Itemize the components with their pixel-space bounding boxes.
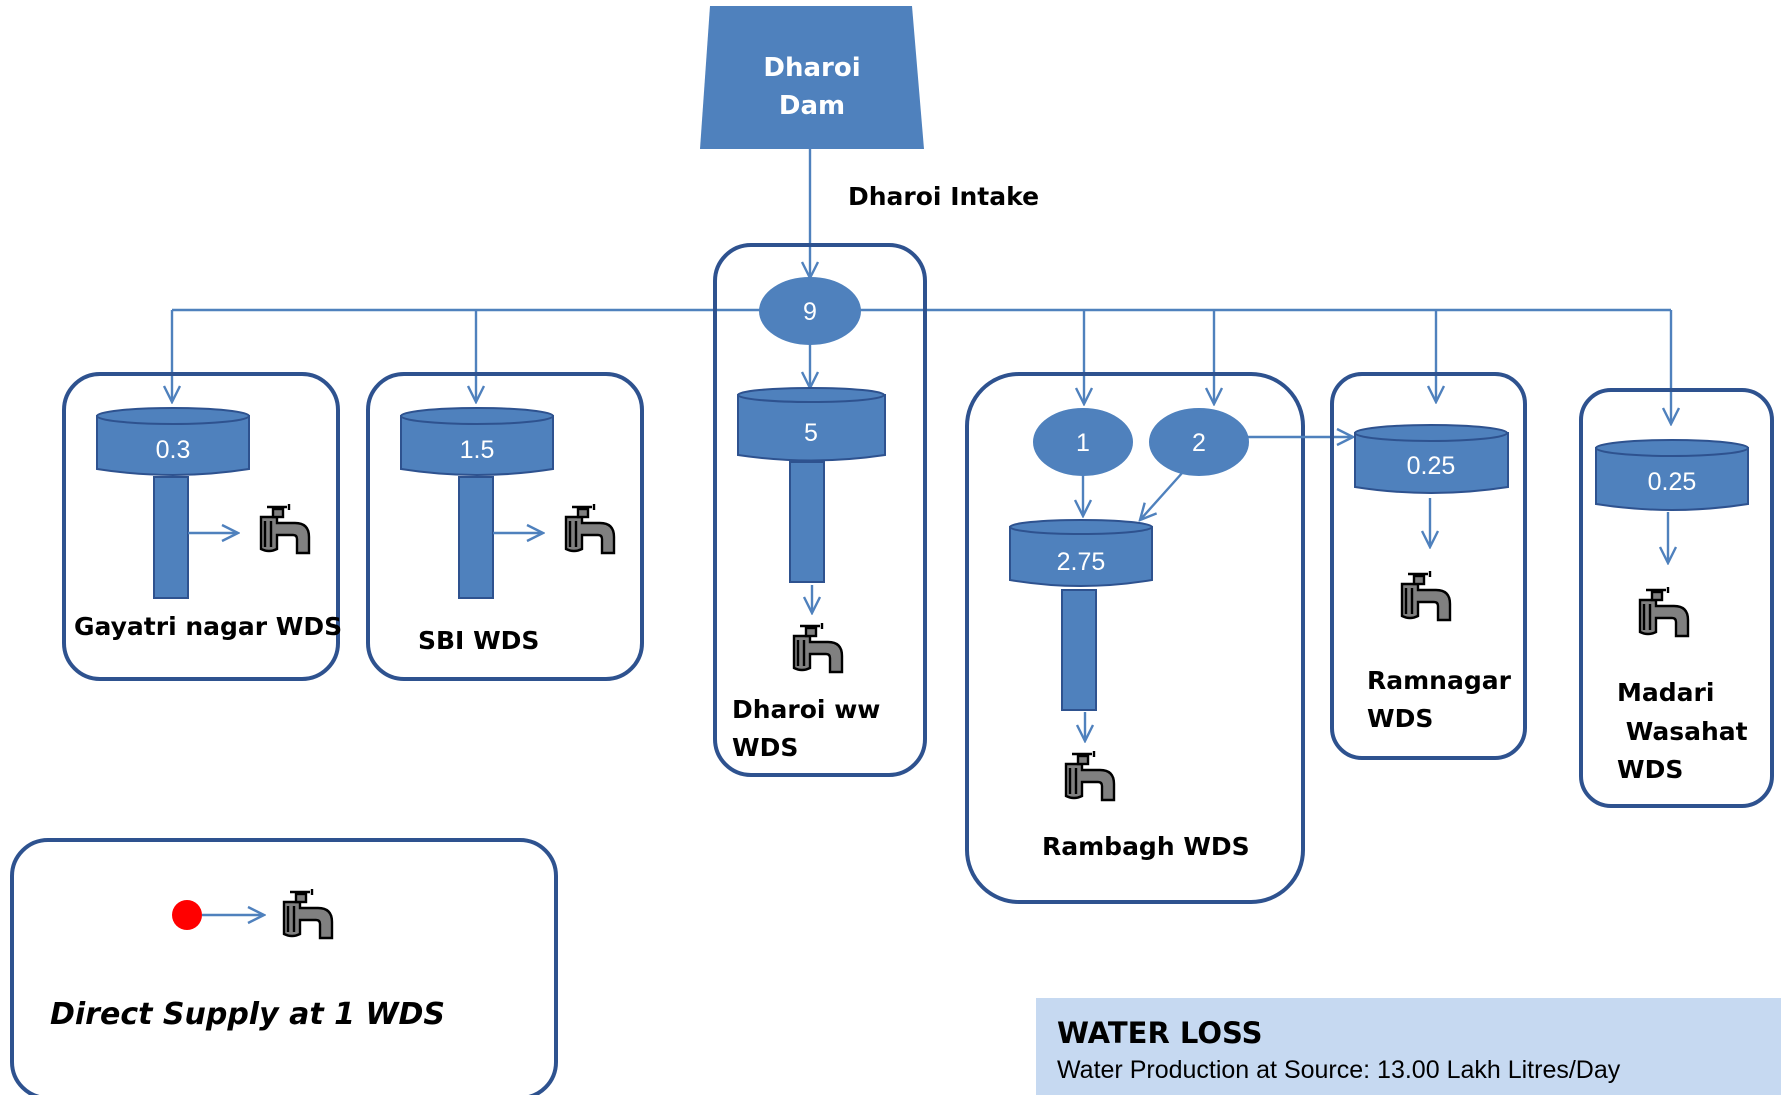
water-loss-bg	[1036, 998, 1781, 1095]
zone-box	[366, 372, 644, 681]
zone-madari: 0.25 Madari Wasahat WDS	[1579, 388, 1774, 808]
zone-box	[1579, 388, 1774, 808]
zone-name-line2: WDS	[732, 733, 798, 762]
zone-box	[1330, 372, 1527, 760]
sub-node-1-value: 1	[1076, 429, 1090, 457]
water-tap-icon	[1064, 749, 1116, 802]
tank-capacity: 2.75	[1057, 548, 1106, 576]
legend-box	[10, 838, 558, 1095]
dam-label-line1: Dharoi	[763, 53, 860, 83]
storage-tank	[1595, 447, 1749, 511]
zone-name: Rambagh WDS	[1042, 832, 1250, 861]
water-tap-icon	[792, 621, 844, 674]
storage-tank	[400, 415, 554, 476]
water-tap-icon	[282, 887, 334, 940]
sub-node-2-value: 2	[1192, 429, 1206, 457]
zone-sbi: 1.5 SBI WDS	[366, 372, 644, 681]
zone-gayatri: 0.3 Gayatri nagar WDS	[62, 372, 342, 681]
storage-tank	[96, 415, 250, 476]
zone-box	[965, 372, 1305, 904]
water-loss-title: WATER LOSS	[1057, 1016, 1262, 1050]
zone-name: SBI WDS	[418, 626, 539, 655]
water-loss-panel: WATER LOSS Water Production at Source: 1…	[1036, 998, 1781, 1095]
water-tap-icon	[1400, 569, 1452, 622]
zone-name-line3: WDS	[1617, 755, 1683, 784]
zone-name: Gayatri nagar WDS	[74, 612, 342, 641]
zone-name-line1: Ramnagar	[1367, 666, 1512, 695]
dharoi-dam: Dharoi Dam	[700, 6, 924, 149]
zone-name-line2: WDS	[1367, 704, 1433, 733]
zone-ramnagar: 0.25 Ramnagar WDS	[1330, 372, 1527, 760]
storage-tank	[1354, 432, 1509, 494]
storage-tank	[737, 394, 886, 462]
zone-name-line2: Wasahat	[1617, 717, 1748, 746]
storage-tank	[1009, 526, 1153, 587]
intake-label: Dharoi Intake	[848, 182, 1039, 211]
main-node-value: 9	[803, 298, 817, 326]
tank-capacity: 0.3	[156, 436, 191, 464]
legend: Direct Supply at 1 WDS	[10, 838, 558, 1095]
legend-text: Direct Supply at 1 WDS	[50, 997, 445, 1032]
dam-label-line2: Dam	[779, 91, 845, 121]
sub-node-2	[1149, 408, 1249, 476]
zone-name-line1: Madari	[1617, 678, 1714, 707]
zone-rambagh: 1 2 2.75 Rambagh WDS	[965, 372, 1353, 904]
water-production-text: Water Production at Source: 13.00 Lakh L…	[1057, 1056, 1621, 1084]
zone-box	[713, 243, 927, 777]
zone-dharoi-ww: 9 5 Dharoi ww WDS	[713, 243, 927, 777]
water-tap-icon	[564, 502, 616, 555]
water-tap-icon	[1638, 585, 1690, 638]
tank-capacity: 5	[804, 419, 818, 447]
direct-supply-dot-icon	[172, 900, 202, 930]
tank-capacity: 0.25	[1407, 452, 1456, 480]
zone-box	[62, 372, 340, 681]
zone-name-line1: Dharoi ww	[732, 695, 880, 724]
water-tap-icon	[259, 502, 311, 555]
tank-capacity: 1.5	[460, 436, 495, 464]
tank-capacity: 0.25	[1648, 468, 1697, 496]
